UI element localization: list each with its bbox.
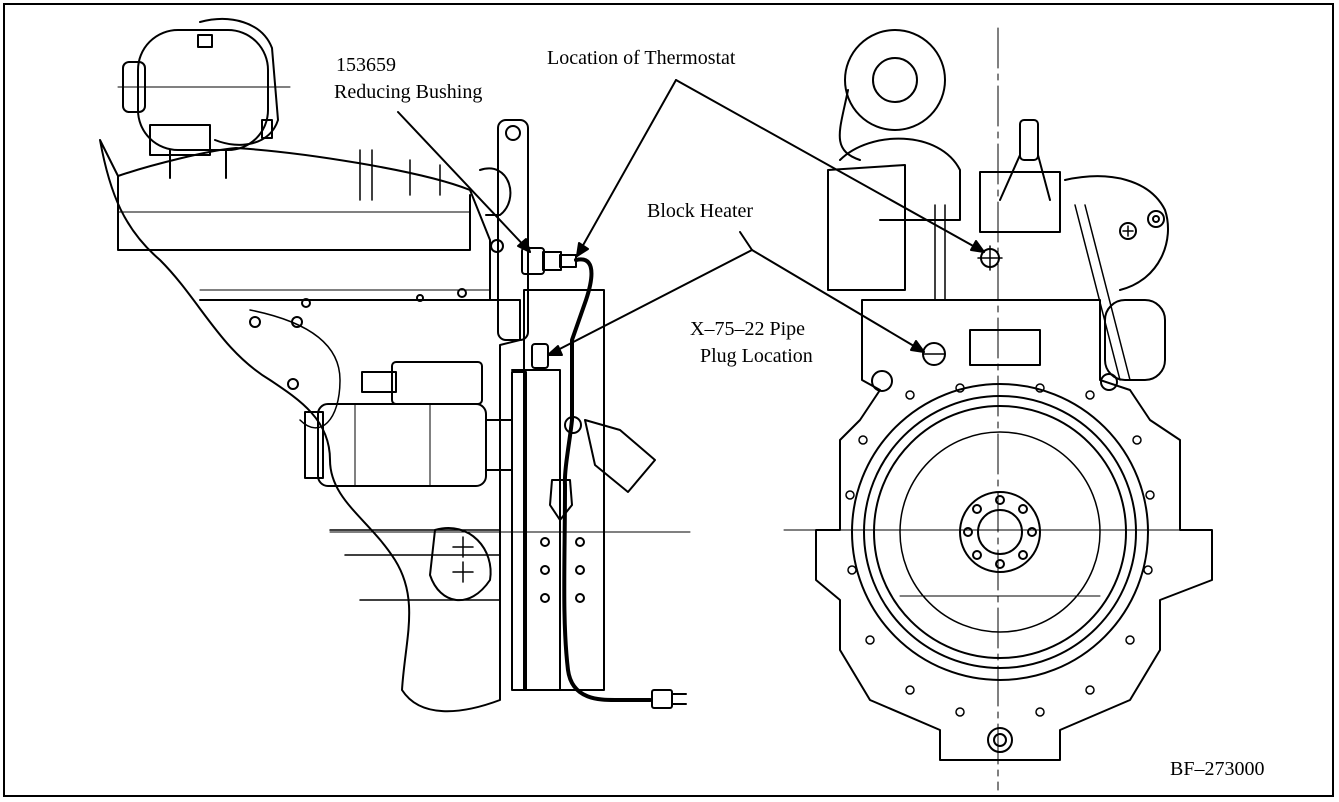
leader-lines <box>397 79 985 356</box>
reducing-bushing-part <box>521 247 545 275</box>
callout-part-number: 153659 <box>336 54 396 76</box>
callout-thermostat: Location of Thermostat <box>547 47 736 69</box>
turbocharger-front <box>838 29 946 161</box>
turbocharger-side <box>117 18 291 179</box>
callout-pipe-plug-line1: X–75–22 Pipe <box>690 318 805 340</box>
heater-tag <box>584 419 656 493</box>
heater-cord <box>562 257 594 487</box>
plug-end <box>651 689 673 709</box>
engine-front-view <box>783 27 1213 791</box>
callout-reducing-bushing: Reducing Bushing <box>334 81 483 103</box>
drain-plug <box>987 727 1013 753</box>
callout-pipe-plug-line2: Plug Location <box>700 345 813 367</box>
rocker-cover <box>117 175 471 251</box>
block-outline-side <box>99 139 521 713</box>
flywheel <box>851 383 1149 681</box>
figure-frame <box>3 3 1334 797</box>
housing-bolts <box>845 383 1155 717</box>
callout-block-heater: Block Heater <box>647 200 754 222</box>
thermostat-location <box>977 245 1003 271</box>
figure-id: BF–273000 <box>1170 758 1265 780</box>
block-outline-front <box>815 299 1213 761</box>
flywheel-housing-side <box>511 289 605 691</box>
starter-motor <box>304 361 513 487</box>
engine-side-view <box>99 18 691 713</box>
pipe-plug-side <box>531 343 549 369</box>
